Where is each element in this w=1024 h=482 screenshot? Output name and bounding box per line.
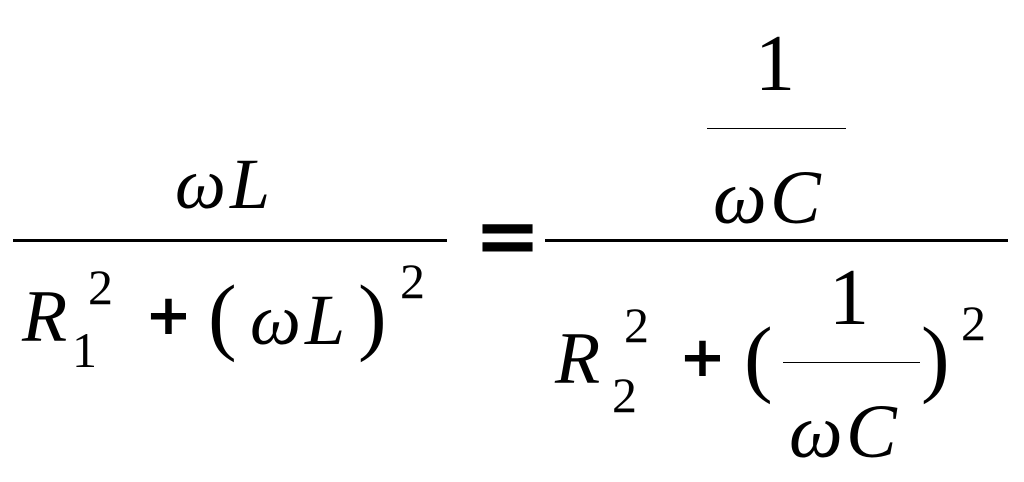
left-den-R: R: [22, 276, 68, 358]
right-den-C: C: [846, 390, 897, 474]
right-den-lparen: (: [744, 309, 773, 405]
left-den-L: L: [305, 280, 346, 360]
right-num-one: 1: [755, 20, 795, 108]
right-num-C: C: [770, 156, 821, 240]
left-num-L: L: [230, 144, 271, 224]
right-num-inner-bar: [707, 128, 846, 129]
right-den-one: 1: [829, 254, 869, 342]
right-den-omega: ω: [789, 390, 843, 474]
left-fraction-bar: [13, 239, 447, 242]
right-den-inner-bar: [783, 362, 920, 363]
right-den-R: R: [555, 318, 601, 400]
right-num-omega: ω: [713, 156, 767, 240]
left-den-lparen: (: [208, 267, 237, 363]
right-den-R-subscript: 2: [612, 367, 637, 423]
equals-sign: =: [474, 189, 542, 282]
right-fraction-bar: [545, 239, 1008, 242]
left-den-superscript: 2: [400, 253, 425, 309]
left-num-omega: ω: [175, 144, 226, 224]
right-den-plus: +: [679, 325, 726, 390]
left-den-omega: ω: [250, 280, 301, 360]
left-den-plus: +: [145, 283, 192, 348]
right-den-rparen: ): [921, 309, 950, 405]
left-den-rparen: ): [358, 267, 387, 363]
left-den-R-superscript: 2: [88, 259, 113, 315]
left-den-R-subscript: 1: [72, 322, 97, 378]
right-den-R-superscript: 2: [624, 297, 649, 353]
right-den-superscript: 2: [961, 295, 986, 351]
